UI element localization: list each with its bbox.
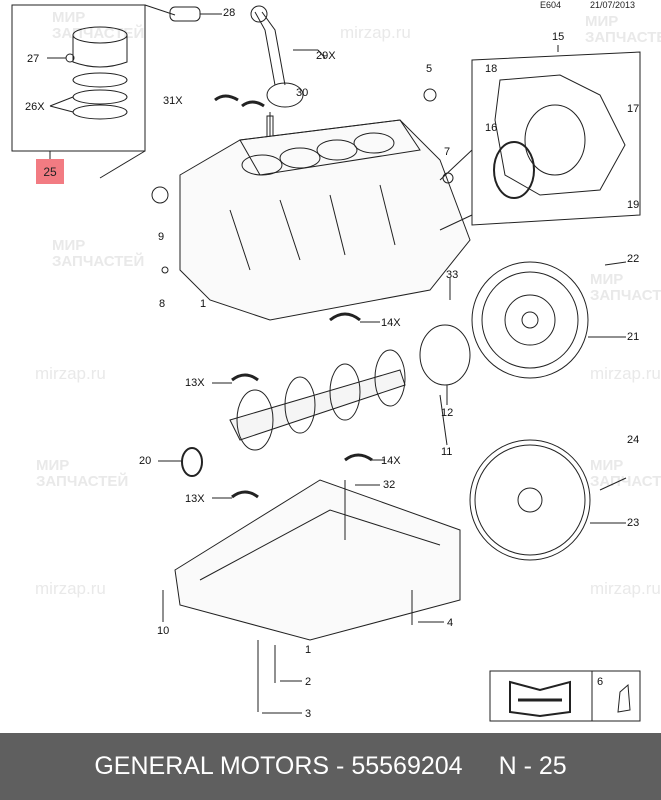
callout-16[interactable]: 16 xyxy=(485,122,498,134)
callout-13-upper[interactable]: 13X xyxy=(185,377,205,389)
callout-14-upper[interactable]: 14X xyxy=(381,317,401,329)
callout-33[interactable]: 33 xyxy=(446,269,459,281)
callout-15[interactable]: 15 xyxy=(552,31,565,43)
callout-20[interactable]: 20 xyxy=(139,455,152,467)
callout-27[interactable]: 27 xyxy=(27,53,40,65)
rear-cover-box xyxy=(471,51,641,226)
callout-7[interactable]: 7 xyxy=(444,146,451,158)
connecting-rod xyxy=(254,11,286,86)
callout-29[interactable]: 29X xyxy=(316,50,336,62)
callout-6[interactable]: 6 xyxy=(597,676,604,688)
legend-icon-box xyxy=(489,670,641,722)
callout-32[interactable]: 32 xyxy=(383,479,396,491)
callout-1-crankcase[interactable]: 1 xyxy=(305,644,312,656)
callout-26[interactable]: 26X xyxy=(25,101,45,113)
watermark-url: mirzap.ru xyxy=(35,364,106,383)
callout-21[interactable]: 21 xyxy=(627,331,640,343)
piston-group-box xyxy=(11,4,146,152)
banner-ref: N - 25 xyxy=(498,752,567,780)
callout-8[interactable]: 8 xyxy=(159,298,166,310)
diagram-code: E604 xyxy=(540,0,562,10)
callout-24[interactable]: 24 xyxy=(627,434,640,446)
watermark-url: mirzap.ru xyxy=(35,579,106,598)
piston xyxy=(65,26,128,120)
callout-1-block[interactable]: 1 xyxy=(200,298,207,310)
diagram-date: 21/07/2013 xyxy=(590,0,636,10)
watermark-url: mirzap.ru xyxy=(340,23,411,42)
callout-5[interactable]: 5 xyxy=(426,63,433,75)
exploded-engine-drawing xyxy=(11,4,641,722)
rear-cover xyxy=(494,74,626,196)
callout-13-lower[interactable]: 13X xyxy=(185,493,205,505)
callout-22[interactable]: 22 xyxy=(627,253,640,265)
lower-crankcase xyxy=(174,479,461,641)
sealant-tube-icon xyxy=(617,683,631,713)
reluctor-plate xyxy=(419,324,471,386)
callout-4[interactable]: 4 xyxy=(447,617,454,629)
callout-2[interactable]: 2 xyxy=(305,676,312,688)
callout-17[interactable]: 17 xyxy=(627,103,640,115)
callout-12[interactable]: 12 xyxy=(441,407,454,419)
callout-10[interactable]: 10 xyxy=(157,625,170,637)
callout-18[interactable]: 18 xyxy=(485,63,498,75)
part-info-banner: GENERAL MOTORS - 55569204 N - 25 xyxy=(0,733,661,800)
callout-23[interactable]: 23 xyxy=(627,517,640,529)
watermark-url: mirzap.ru xyxy=(590,579,661,598)
flywheel-dual-mass xyxy=(471,261,589,379)
piston-pin xyxy=(169,6,201,22)
callout-9[interactable]: 9 xyxy=(158,231,165,243)
callout-31[interactable]: 31X xyxy=(163,95,183,107)
callout-14-lower[interactable]: 14X xyxy=(381,455,401,467)
callout-19[interactable]: 19 xyxy=(627,199,640,211)
callout-3[interactable]: 3 xyxy=(305,708,312,720)
cylinder-block xyxy=(179,119,471,321)
callout-30[interactable]: 30 xyxy=(296,87,309,99)
callout-28[interactable]: 28 xyxy=(223,7,236,19)
banner-title: GENERAL MOTORS - 55569204 xyxy=(94,752,463,780)
watermark-url: mirzap.ru xyxy=(590,364,661,383)
callout-11[interactable]: 11 xyxy=(441,446,453,458)
callout-25-highlighted[interactable]: 25 xyxy=(36,159,64,184)
flexplate xyxy=(469,439,591,561)
